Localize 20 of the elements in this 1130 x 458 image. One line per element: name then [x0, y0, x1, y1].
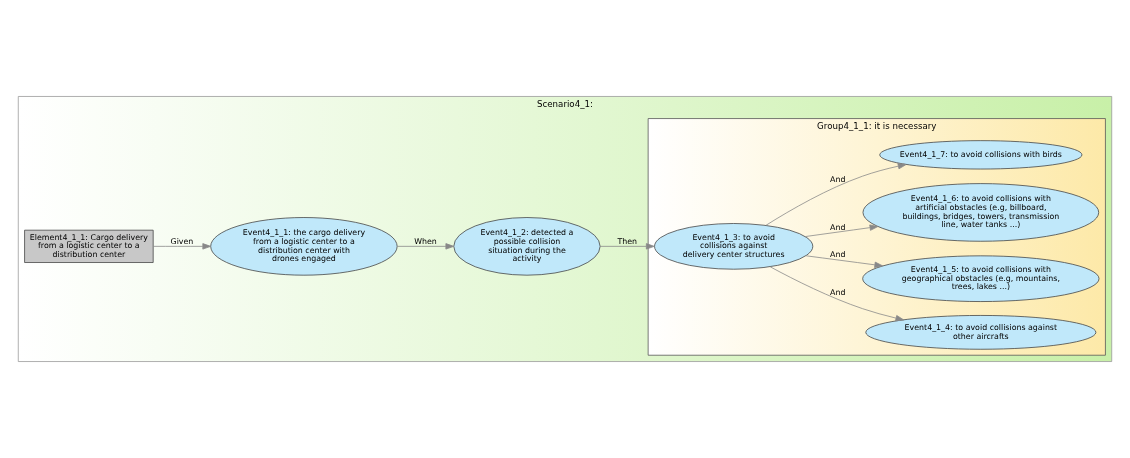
node-ellipse: Event4_1_3: to avoid collisions against delivery center structures — [654, 223, 814, 270]
edge-label: And — [830, 250, 846, 260]
edge-label: And — [830, 174, 846, 184]
arrow — [765, 163, 907, 226]
edge-label: When — [414, 236, 437, 246]
arrow — [153, 243, 212, 250]
arrow — [769, 266, 905, 322]
node-ellipse: Event4_1_1: the cargo delivery from a logistic center to a distribution center with drones engaged — [210, 217, 398, 276]
edge-label: And — [830, 288, 846, 298]
node-ellipse: Event4_1_2: detected a possible collision situation during the activity — [453, 217, 601, 276]
arrow — [805, 224, 879, 237]
node-box: Element4_1_1: Cargo delivery from a logistic center to a distribution center — [24, 229, 154, 263]
node-ellipse: Event4_1_5: to avoid collisions with geographical obstacles (e.g, mountains, trees, lakes ...) — [862, 255, 1100, 302]
arrow — [396, 243, 455, 250]
arrow — [599, 243, 655, 250]
edge-label: Given — [170, 236, 194, 246]
edge-label: And — [830, 222, 846, 232]
arrow — [805, 255, 884, 268]
node-ellipse: Event4_1_6: to avoid collisions with artificial obstacles (e.g, billboard, buildings, bridges, towers, transmission line, water tanks ...) — [862, 183, 1100, 242]
edge-label: Then — [617, 236, 638, 246]
